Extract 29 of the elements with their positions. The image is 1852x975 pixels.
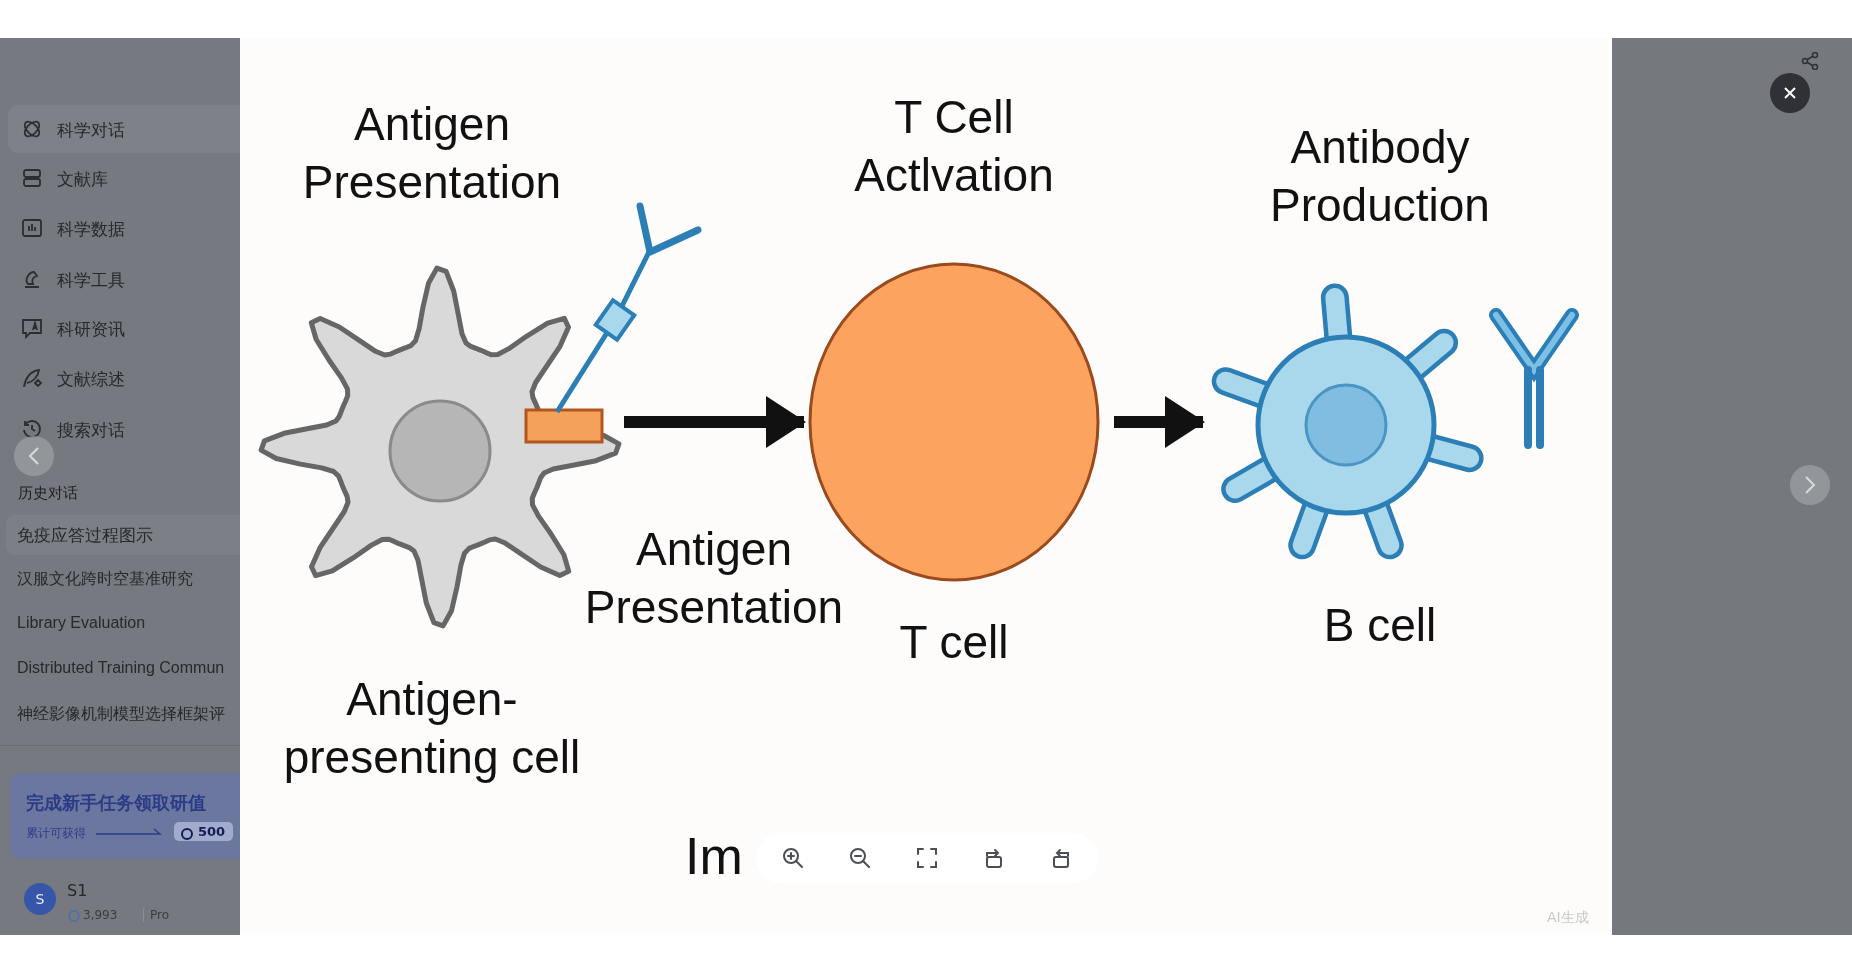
cell-label: T cell bbox=[898, 615, 1010, 670]
history-item: 汉服文化跨时空基准研究 bbox=[17, 569, 193, 589]
menu-item: 文献库 bbox=[57, 168, 108, 191]
cell-label: B cell bbox=[1322, 598, 1438, 653]
promo-title: 完成新手任务领取研值 bbox=[26, 791, 206, 815]
cell-heading: Antigen Presentation bbox=[301, 97, 563, 210]
menu-item: 科学对话 bbox=[57, 119, 125, 142]
plan-label: Pro bbox=[143, 908, 170, 922]
credit-count: 3,993 bbox=[83, 908, 118, 922]
section-heading: 历史对话 bbox=[18, 484, 78, 503]
reward-badge: 500 bbox=[174, 822, 234, 841]
cell-heading: Antibody Production bbox=[1269, 120, 1491, 233]
arrow bbox=[624, 396, 806, 448]
menu-item: 文献综述 bbox=[57, 368, 125, 391]
cell-heading: T Cell Actlvation bbox=[853, 90, 1055, 203]
history-item: 神经影像机制模型选择框架评 bbox=[17, 704, 225, 724]
menu-item: 搜索对话 bbox=[57, 419, 125, 442]
history-item: Distributed Training Commun bbox=[17, 659, 225, 677]
edge-label: Antigen Presentation bbox=[583, 522, 845, 635]
menu-item: 科学工具 bbox=[57, 269, 125, 292]
menu-item: 科研资讯 bbox=[57, 318, 125, 341]
arrow bbox=[1114, 396, 1205, 448]
history-item: Library Evaluation bbox=[17, 614, 146, 632]
history-item: 免疫应答过程图示 bbox=[17, 524, 153, 547]
promo-text: 累计可获得 bbox=[26, 825, 86, 842]
cell-label: Antigen-presenting cell bbox=[282, 672, 582, 785]
menu-item: 科学数据 bbox=[57, 218, 125, 241]
user-name: S1 bbox=[67, 881, 88, 900]
truncated-title: Im bbox=[685, 826, 743, 886]
